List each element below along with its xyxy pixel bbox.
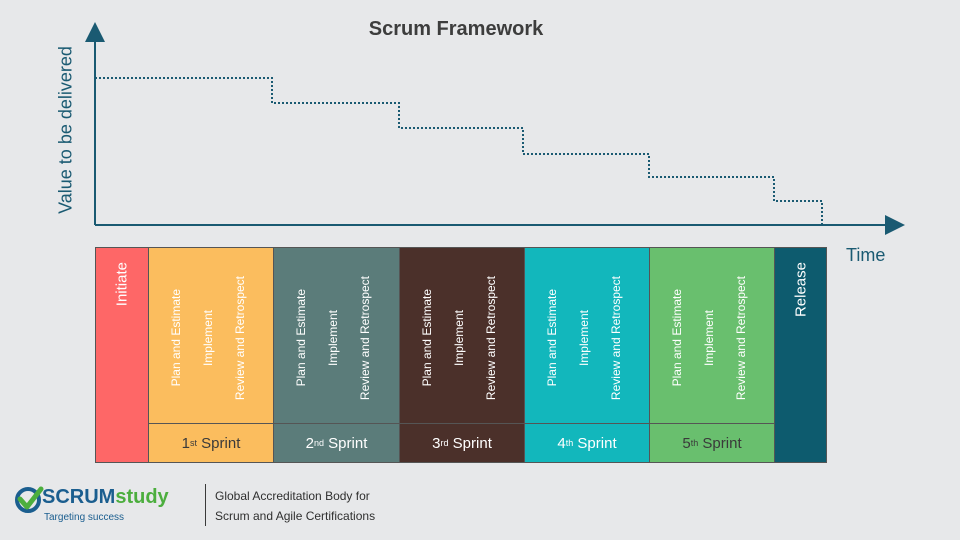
sprint-activity-implement: Implement	[201, 309, 215, 367]
sprint-activity-review: Review and Retrospect	[609, 275, 623, 401]
release-phase: Release	[774, 248, 826, 462]
sprint-activity-review: Review and Retrospect	[484, 275, 498, 401]
sprint-activity-plan: Plan and Estimate	[294, 289, 308, 387]
initiate-phase: Initiate	[96, 248, 148, 462]
sprint-activity-plan: Plan and Estimate	[420, 289, 434, 387]
value-burndown-line	[95, 77, 823, 225]
scrumstudy-logo: SCRUMstudy Targeting success	[14, 484, 194, 528]
checkmark-logo-icon	[15, 486, 44, 513]
value-time-chart	[85, 22, 905, 235]
sprint-activity-review: Review and Retrospect	[233, 275, 247, 401]
logo-wordmark: SCRUMstudy	[42, 486, 169, 508]
scrum-phases: Initiate Plan and Estimate Implement Rev…	[95, 247, 827, 463]
sprint-activity-plan: Plan and Estimate	[670, 289, 684, 387]
sprint-activity-plan: Plan and Estimate	[545, 289, 559, 387]
sprint-4-column: Plan and Estimate Implement Review and R…	[524, 248, 649, 462]
release-label: Release	[792, 262, 809, 318]
initiate-label: Initiate	[113, 262, 131, 307]
sprint-activity-implement: Implement	[577, 309, 591, 367]
footer-line-2: Scrum and Agile Certifications	[215, 509, 376, 523]
sprint-2-column: Plan and Estimate Implement Review and R…	[273, 248, 399, 462]
footer-accreditation-text: Global Accreditation Body for Scrum and …	[215, 486, 375, 526]
sprint-activity-review: Review and Retrospect	[358, 275, 372, 401]
sprint-activity-plan: Plan and Estimate	[169, 289, 183, 387]
x-axis-label: Time	[846, 245, 886, 265]
sprint-3-column: Plan and Estimate Implement Review and R…	[399, 248, 524, 462]
sprint-5-column: Plan and Estimate Implement Review and R…	[649, 248, 774, 462]
diagram-title: Scrum Framework	[368, 18, 544, 40]
sprint-activity-implement: Implement	[702, 309, 716, 367]
sprint-activity-implement: Implement	[452, 309, 466, 367]
sprint-1-column: Plan and Estimate Implement Review and R…	[148, 248, 273, 462]
footer-line-1: Global Accreditation Body for	[215, 489, 370, 503]
y-axis-label: Value to be delivered	[55, 46, 76, 214]
sprint-activity-implement: Implement	[326, 309, 340, 367]
logo-tagline: Targeting success	[44, 512, 125, 523]
sprint-activity-review: Review and Retrospect	[734, 275, 748, 401]
footer-divider	[205, 484, 206, 526]
